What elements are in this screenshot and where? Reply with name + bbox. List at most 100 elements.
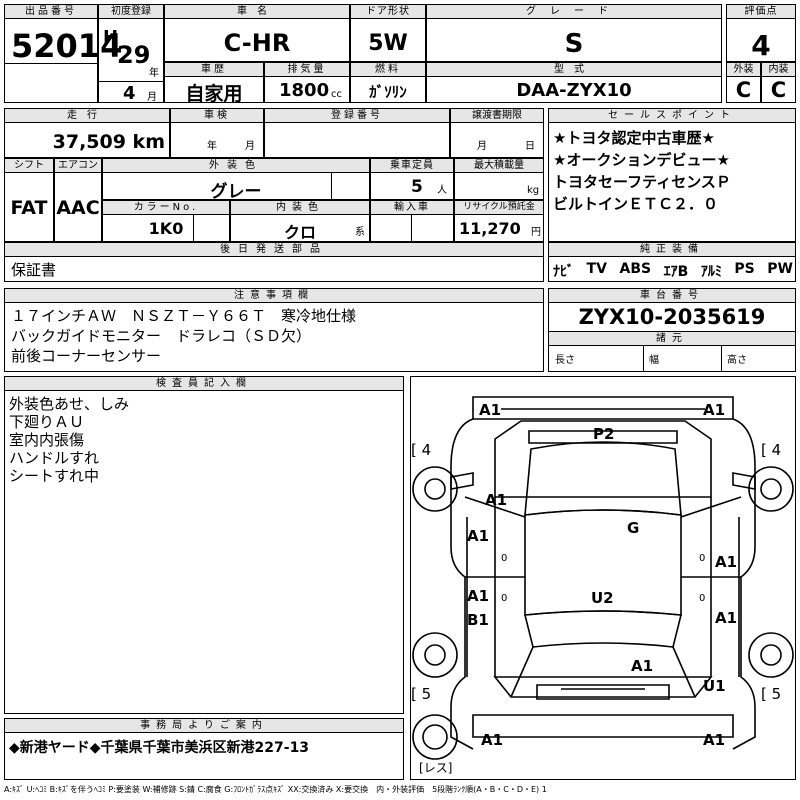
chassis-number: ZYX10-2035619 <box>578 305 766 329</box>
fuel: ｶﾞｿﾘﾝ <box>369 83 407 101</box>
capacity: 5 <box>411 177 423 197</box>
int-cell: 内装 C <box>761 62 796 103</box>
shift-label: シフト <box>5 159 53 173</box>
zero-mark: 0 <box>699 593 706 604</box>
length-label: 長さ <box>555 355 575 366</box>
equipment-item: PW <box>767 261 793 277</box>
width-label: 幅 <box>649 355 659 366</box>
transfer-label: 譲渡書期限 <box>451 109 543 123</box>
score-label: 評価点 <box>727 5 795 19</box>
equipment-item: ﾅﾋﾞ <box>553 264 574 280</box>
model-cell: 車名 C-HR <box>164 4 350 62</box>
first-reg-label: 初度登録 <box>99 5 163 19</box>
inspection-label: 車検 <box>171 109 263 123</box>
mileage-label: 走行 <box>5 109 169 123</box>
inspector-line-5: シートすれ中 <box>9 467 100 485</box>
tire-depth-fl: [ 4 <box>411 441 432 459</box>
door-label: ドア形状 <box>351 5 425 19</box>
int-grade: C <box>770 78 787 102</box>
sales-line-4: ビルトインＥＴＣ２．０ <box>553 195 719 213</box>
sales-line-2: ★オークションデビュー★ <box>553 151 730 169</box>
equipment-item: PS <box>734 261 755 277</box>
capacity-label: 乗車定員 <box>371 159 453 173</box>
inspector-line-4: ハンドルすれ <box>9 449 100 467</box>
spare-tire: [レス] <box>419 761 453 775</box>
sales-point-label: セールスポイント <box>549 109 795 123</box>
later-parts-label: 後日発送部品 <box>5 243 543 257</box>
equipment-item: ｴｱB <box>663 264 689 280</box>
model-name: C-HR <box>223 29 291 57</box>
inspection-cell: 車検 年 月 <box>170 108 264 158</box>
inspector-line-3: 室内内張傷 <box>9 431 85 449</box>
sales-line-1: ★トヨタ認定中古車歴★ <box>553 129 715 147</box>
color-no-label: カラーNo. <box>103 201 229 215</box>
recycle-label: リサイクル預託金 <box>455 201 543 215</box>
color-no-cell: カラーNo. 1K0 <box>102 200 230 242</box>
lot-cell: 出品番号 52014 <box>4 4 122 103</box>
damage-mark: A1 <box>631 657 654 675</box>
grade-cell: グレード S <box>426 4 722 62</box>
door-type: 5W <box>368 31 408 56</box>
reg-number-label: 登録番号 <box>265 109 449 123</box>
type: DAA-ZYX10 <box>516 80 632 101</box>
notes-label: 注意事項欄 <box>5 289 543 303</box>
transfer-month: 月 <box>477 141 487 152</box>
equipment-list: ﾅﾋﾞ TV ABS ｴｱB ｱﾙﾐ PS PW <box>553 261 793 281</box>
office-cell: 事務局よりご案内 ◆新港ヤード◆千葉県千葉市美浜区新港227-13 <box>4 718 404 780</box>
damage-mark: U2 <box>591 589 614 607</box>
recycle-cell: リサイクル預託金 11,270 円 <box>454 200 544 242</box>
zero-mark: 0 <box>501 553 508 564</box>
first-reg-cell: 初度登録 H 29 年 4 月 <box>98 4 164 104</box>
car-diagram: A1 A1 P2 A1 G A1 A1 A1 B1 U2 A1 A1 U1 A1… <box>410 376 796 780</box>
notes-line-3: 前後コーナーセンサー <box>11 347 162 365</box>
interior-cell: 内装色 クロ 系 <box>230 200 370 242</box>
office-label: 事務局よりご案内 <box>5 719 403 733</box>
recycle-amount: 11,270 <box>459 219 521 238</box>
import-label: 輸入車 <box>371 201 453 215</box>
zero-mark: 0 <box>501 593 508 604</box>
damage-mark: A1 <box>715 553 738 571</box>
transfer-cell: 譲渡書期限 月 日 <box>450 108 544 158</box>
inspector-line-2: 下廻りＡＵ <box>9 413 85 431</box>
ac-cell: エアコン AAC <box>54 158 102 242</box>
fuel-cell: 燃料 ｶﾞｿﾘﾝ <box>350 62 426 103</box>
damage-mark: B1 <box>467 611 489 629</box>
shift: FAT <box>10 197 48 219</box>
displacement-label: 排気量 <box>265 63 349 77</box>
damage-mark: A1 <box>467 527 490 545</box>
height-label: 高さ <box>727 355 747 366</box>
reg-number-cell: 登録番号 <box>264 108 450 158</box>
ext-label: 外装 <box>727 63 760 77</box>
transfer-day: 日 <box>525 141 535 152</box>
dims-label: 諸元 <box>549 331 795 346</box>
color-label: 外装色 <box>103 159 369 173</box>
inspector-cell: 検査員記入欄 外装色あせ、しみ 下廻りＡＵ 室内内張傷 ハンドルすれ シートすれ… <box>4 376 404 714</box>
interior-unit: 系 <box>355 227 365 238</box>
chassis-cell: 車台番号 ZYX10-2035619 諸元 長さ 幅 高さ <box>548 288 796 372</box>
load-cell: 最大積載量 kg <box>454 158 544 200</box>
door-cell: ドア形状 5W <box>350 4 426 62</box>
damage-mark: U1 <box>703 677 726 695</box>
history: 自家用 <box>185 83 243 105</box>
tire-depth-rl: [ 5 <box>411 685 432 703</box>
reg-year: 29 <box>117 41 151 69</box>
shift-cell: シフト FAT <box>4 158 54 242</box>
insp-month-unit: 月 <box>245 141 255 152</box>
inspector-line-1: 外装色あせ、しみ <box>9 395 130 413</box>
notes-line-1: １７インチＡＷ ＮＳＺＴ－Ｙ６６Ｔ 寒冷地仕様 <box>11 307 357 325</box>
later-parts-cell: 後日発送部品 保証書 <box>4 242 544 282</box>
damage-mark: P2 <box>593 425 615 443</box>
equipment-item: ｱﾙﾐ <box>700 264 722 280</box>
insp-year-unit: 年 <box>207 141 217 152</box>
ext-cell: 外装 C <box>726 62 761 103</box>
type-label: 型式 <box>427 63 721 77</box>
tire-depth-fr: [ 4 <box>761 441 782 459</box>
color-no: 1K0 <box>148 219 184 238</box>
history-cell: 車歴 自家用 <box>164 62 264 105</box>
import-cell: 輸入車 <box>370 200 454 242</box>
damage-mark: G <box>627 519 640 537</box>
damage-mark: A1 <box>481 731 504 749</box>
damage-mark: A1 <box>485 491 508 509</box>
history-label: 車歴 <box>165 63 263 77</box>
year-unit: 年 <box>149 68 159 79</box>
